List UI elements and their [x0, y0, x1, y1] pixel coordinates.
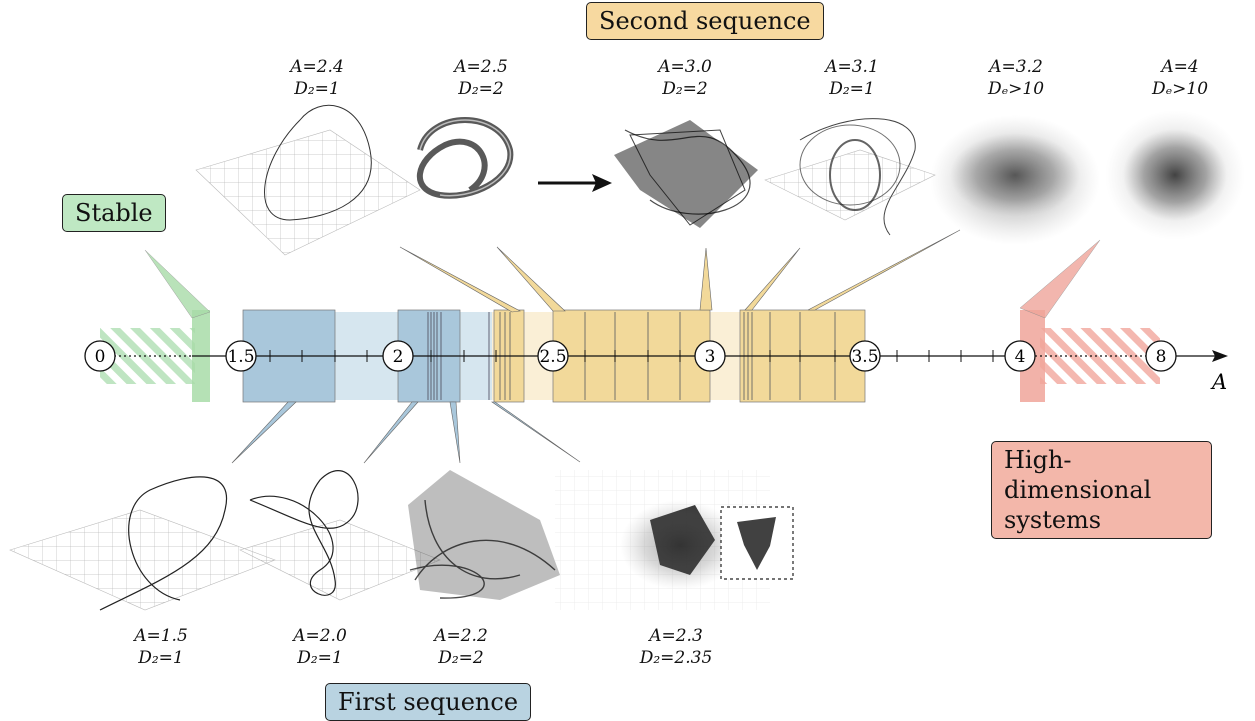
- svg-text:2: 2: [393, 347, 404, 367]
- svg-text:0: 0: [95, 347, 106, 367]
- svg-text:3: 3: [705, 347, 716, 367]
- axis-marker-0: 0: [84, 340, 116, 372]
- axis-marker-4: 4: [1004, 340, 1036, 372]
- axis-marker-1.5: 1.5: [225, 340, 257, 372]
- stable-connector: [144, 249, 211, 319]
- axis-marker-8: 8: [1145, 340, 1177, 372]
- bottom-connectors: [231, 401, 581, 464]
- attractor-a3.2: [930, 115, 1100, 245]
- second-sequence-label: Second sequence: [586, 2, 824, 40]
- stable-label: Stable: [62, 194, 166, 232]
- high-connector: [1019, 239, 1101, 319]
- attractor-a3.0: [614, 120, 758, 228]
- attractor-a1.5: [9, 476, 276, 611]
- attractor-a2.5: [417, 117, 514, 199]
- axis-arrowhead: [1212, 350, 1228, 362]
- attractor-a2.3-inset: [720, 506, 794, 580]
- svg-text:1.5: 1.5: [227, 347, 254, 367]
- svg-text:8: 8: [1156, 347, 1167, 367]
- axis-name: A: [1210, 370, 1227, 394]
- svg-text:3.5: 3.5: [851, 347, 878, 367]
- axis-ticks: [269, 350, 994, 362]
- axis-marker-3.5: 3.5: [849, 340, 881, 372]
- high-dimensional-label: High-dimensional systems: [991, 441, 1212, 539]
- attractor-a2.0: [239, 470, 441, 601]
- top-connectors: [399, 229, 961, 313]
- svg-text:2.5: 2.5: [539, 347, 566, 367]
- svg-text:4: 4: [1015, 347, 1026, 367]
- axis-marker-2: 2: [382, 340, 414, 372]
- first-sequence-label: First sequence: [325, 683, 532, 721]
- axis-marker-2.5: 2.5: [537, 340, 569, 372]
- axis-marker-3: 3: [694, 340, 726, 372]
- sequence-arrowhead: [592, 174, 612, 192]
- attractor-a2.2: [408, 470, 560, 600]
- attractor-a4: [1105, 110, 1245, 240]
- attractor-a2.4: [195, 104, 421, 256]
- attractor-a3.1: [764, 118, 936, 236]
